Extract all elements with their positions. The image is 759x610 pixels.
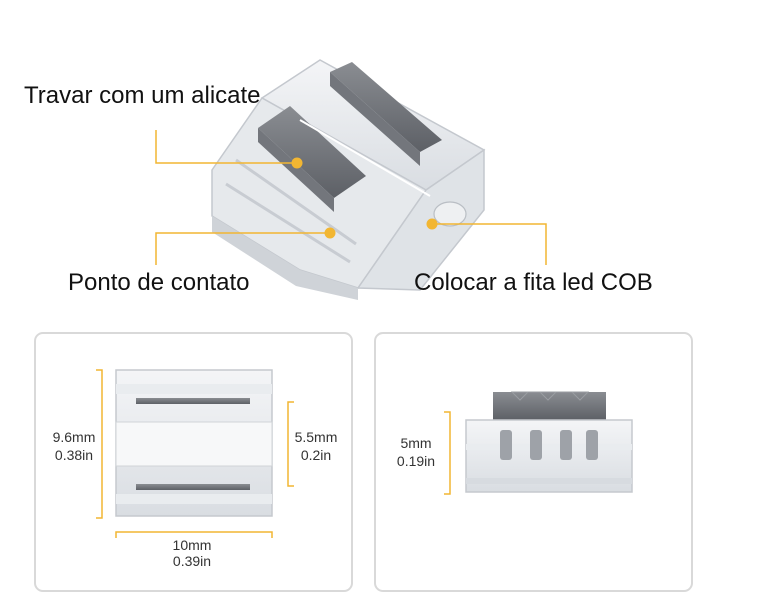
top-view-inner-mm: 5.5mm xyxy=(295,429,338,445)
top-view-inner-in: 0.2in xyxy=(301,447,331,463)
connector-3d-illustration xyxy=(211,59,486,300)
metal-contact-front xyxy=(258,106,366,212)
side-view-panel: 5mm 0.19in xyxy=(374,332,693,592)
callout-dot-contact xyxy=(324,227,336,239)
callout-lock-label: Travar com um alicate xyxy=(24,82,261,109)
callout-leaders xyxy=(155,130,547,265)
top-view-height-in: 0.38in xyxy=(55,447,93,463)
callout-dot-lock xyxy=(291,157,303,169)
top-view-width-in: 0.39in xyxy=(173,553,211,569)
top-view-width-mm: 10mm xyxy=(173,537,212,553)
callout-dot-insert xyxy=(426,218,438,230)
metal-contact-back xyxy=(330,62,442,166)
top-view-panel: 9.6mm 0.38in 5.5mm 0.2in 10mm 0.39in xyxy=(34,332,353,592)
callout-insert-label: Colocar a fita led COB xyxy=(414,269,653,296)
top-view-height-mm: 9.6mm xyxy=(53,429,96,445)
callout-contact-label: Ponto de contato xyxy=(68,269,250,296)
top-view-contact-upper xyxy=(136,398,250,404)
side-view-height-in: 0.19in xyxy=(397,453,435,469)
side-view-height-mm: 5mm xyxy=(400,435,431,451)
top-view-contact-lower xyxy=(136,484,250,490)
side-view-metal-clip xyxy=(493,392,606,420)
